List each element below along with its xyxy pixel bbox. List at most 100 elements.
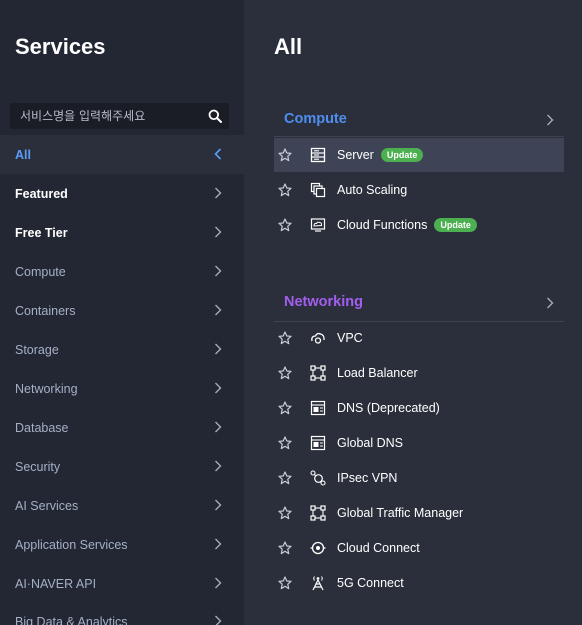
service-item-cloud-connect[interactable]: Cloud Connect: [274, 531, 564, 565]
global-dns-icon: [310, 435, 326, 451]
vpc-icon: [311, 332, 325, 344]
category-all[interactable]: All: [0, 135, 244, 174]
chevron-right-icon: [215, 421, 222, 433]
chevron-left-icon: [214, 148, 222, 160]
service-item-load-balancer[interactable]: Load Balancer: [274, 356, 564, 390]
star-icon[interactable]: [278, 436, 292, 450]
star-icon[interactable]: [278, 506, 292, 520]
service-name: Server: [337, 148, 374, 162]
service-item-cloud-functions[interactable]: Cloud Functions Update: [274, 208, 564, 242]
category-storage[interactable]: Storage: [0, 330, 244, 369]
update-badge: Update: [380, 148, 424, 162]
service-label: 5G Connect: [337, 576, 404, 590]
category-label: Application Services: [15, 537, 128, 552]
service-item-global-dns[interactable]: Global DNS: [274, 426, 564, 460]
5g-connect-icon: [312, 576, 324, 591]
service-label: Auto Scaling: [337, 183, 408, 197]
section-header-compute[interactable]: Compute: [274, 104, 564, 134]
chevron-right-icon: [215, 226, 222, 238]
section-header-networking[interactable]: Networking: [274, 287, 564, 317]
global-traffic-manager-icon: [310, 505, 326, 521]
update-badge: Update: [434, 218, 477, 232]
load-balancer-icon: [310, 365, 326, 381]
service-item-vpc[interactable]: VPC: [274, 321, 564, 355]
star-icon[interactable]: [278, 148, 292, 162]
service-label: VPC: [337, 331, 363, 345]
cloud-connect-icon: [310, 541, 326, 555]
category-label: Storage: [15, 342, 59, 357]
dns-icon: [310, 400, 326, 416]
chevron-right-icon: [215, 343, 222, 355]
service-label: IPsec VPN: [337, 471, 398, 485]
service-item-dns[interactable]: DNS (Deprecated): [274, 391, 564, 425]
service-label: Server Update: [337, 148, 424, 162]
category-label: Security: [15, 459, 61, 474]
chevron-right-icon: [215, 615, 222, 625]
search-box: [10, 103, 229, 129]
service-item-global-traffic-manager[interactable]: Global Traffic Manager: [274, 496, 564, 530]
chevron-right-icon: [215, 460, 222, 472]
chevron-right-icon: [547, 297, 554, 309]
cloud-functions-icon: [310, 218, 326, 232]
star-icon[interactable]: [278, 331, 292, 345]
service-label: Cloud Functions Update: [337, 218, 477, 232]
chevron-right-icon: [547, 114, 554, 126]
category-label: AI Services: [15, 498, 79, 513]
service-item-5g-connect[interactable]: 5G Connect: [274, 566, 564, 600]
section-divider: [274, 136, 564, 137]
category-security[interactable]: Security: [0, 447, 244, 486]
category-label: Free Tier: [15, 225, 68, 240]
ipsec-vpn-icon: [310, 470, 326, 486]
section-divider: [274, 321, 564, 322]
chevron-right-icon: [215, 577, 222, 589]
star-icon[interactable]: [278, 541, 292, 555]
star-icon[interactable]: [278, 218, 292, 232]
category-label: Containers: [15, 303, 76, 318]
star-icon[interactable]: [278, 183, 292, 197]
chevron-right-icon: [215, 304, 222, 316]
section-title: Networking: [284, 294, 363, 310]
category-compute[interactable]: Compute: [0, 252, 244, 291]
server-icon: [310, 147, 326, 163]
category-label: Networking: [15, 381, 78, 396]
category-label: Big Data & Analytics: [15, 614, 128, 625]
chevron-right-icon: [215, 382, 222, 394]
service-name: Cloud Functions: [337, 218, 428, 232]
service-label: DNS (Deprecated): [337, 401, 440, 415]
category-big-data-analytics[interactable]: Big Data & Analytics: [0, 602, 244, 625]
category-label: All: [15, 147, 31, 162]
category-ai-services[interactable]: AI Services: [0, 486, 244, 525]
chevron-right-icon: [215, 187, 222, 199]
category-label: Featured: [15, 186, 68, 201]
page-title: All: [274, 34, 303, 59]
search-input[interactable]: [10, 103, 200, 129]
category-ai-naver-api[interactable]: AI·NAVER API: [0, 564, 244, 603]
chevron-right-icon: [215, 499, 222, 511]
search-icon[interactable]: [208, 109, 222, 123]
section-title: Compute: [284, 111, 347, 127]
star-icon[interactable]: [278, 471, 292, 485]
service-label: Global Traffic Manager: [337, 506, 464, 520]
service-item-ipsec-vpn[interactable]: IPsec VPN: [274, 461, 564, 495]
auto-scaling-icon: [310, 182, 326, 198]
service-item-auto-scaling[interactable]: Auto Scaling: [274, 173, 564, 207]
category-label: Compute: [15, 264, 66, 279]
category-free-tier[interactable]: Free Tier: [0, 213, 244, 252]
service-item-server[interactable]: Server Update: [274, 138, 564, 172]
category-containers[interactable]: Containers: [0, 291, 244, 330]
sidebar-title: Services: [15, 34, 106, 59]
service-label: Cloud Connect: [337, 541, 420, 555]
category-featured[interactable]: Featured: [0, 174, 244, 213]
category-database[interactable]: Database: [0, 408, 244, 447]
star-icon[interactable]: [278, 366, 292, 380]
chevron-right-icon: [215, 538, 222, 550]
category-label: AI·NAVER API: [15, 576, 97, 591]
sidebar: Services All Featured Free Tier Compute …: [0, 0, 244, 625]
service-label: Load Balancer: [337, 366, 418, 380]
star-icon[interactable]: [278, 401, 292, 415]
star-icon[interactable]: [278, 576, 292, 590]
category-application-services[interactable]: Application Services: [0, 525, 244, 564]
category-networking[interactable]: Networking: [0, 369, 244, 408]
category-label: Database: [15, 420, 69, 435]
